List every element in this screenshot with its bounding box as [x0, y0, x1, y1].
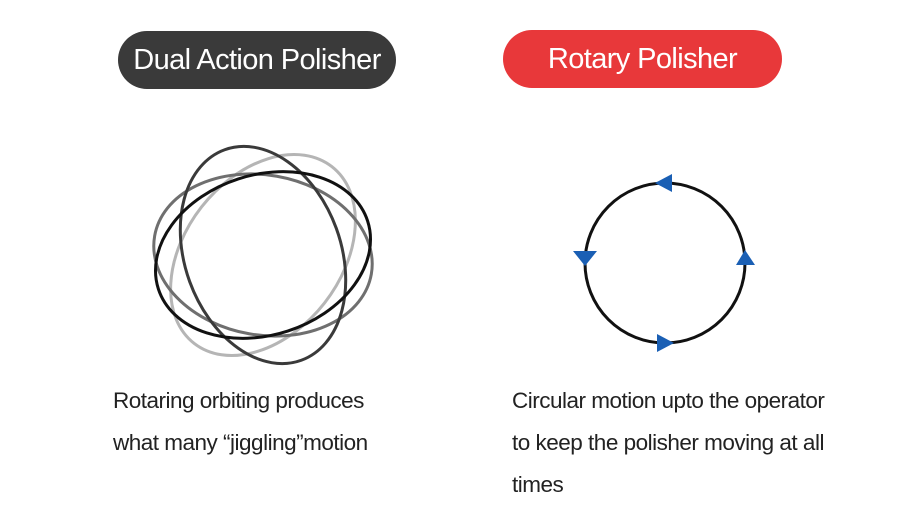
arrow-top-icon	[655, 174, 672, 192]
dual-action-caption: Rotaring orbiting produces what many “ji…	[113, 380, 433, 464]
rotary-circle-diagram	[573, 174, 755, 352]
rotary-title: Rotary Polisher	[503, 30, 782, 88]
orbit-ellipse-dark-2	[154, 170, 372, 340]
caption-line: what many “jiggling”motion	[113, 430, 368, 455]
arrow-bottom-icon	[657, 334, 674, 352]
caption-line: Rotaring orbiting produces	[113, 388, 364, 413]
rotation-circle	[583, 181, 747, 345]
orbit-ellipse-dark-1	[178, 144, 348, 366]
rotary-caption: Circular motion upto the operator to kee…	[512, 380, 872, 506]
orbit-ellipse-mid	[152, 172, 374, 338]
orbit-ellipses-diagram	[152, 144, 374, 366]
caption-line: to keep the polisher moving at all	[512, 430, 824, 455]
caption-line: Circular motion upto the operator	[512, 388, 825, 413]
arrow-left-icon	[573, 251, 597, 266]
orbit-ellipse-light	[169, 153, 357, 357]
dual-action-title: Dual Action Polisher	[118, 31, 396, 89]
caption-line: times	[512, 472, 564, 497]
arrow-right-icon	[736, 250, 755, 265]
